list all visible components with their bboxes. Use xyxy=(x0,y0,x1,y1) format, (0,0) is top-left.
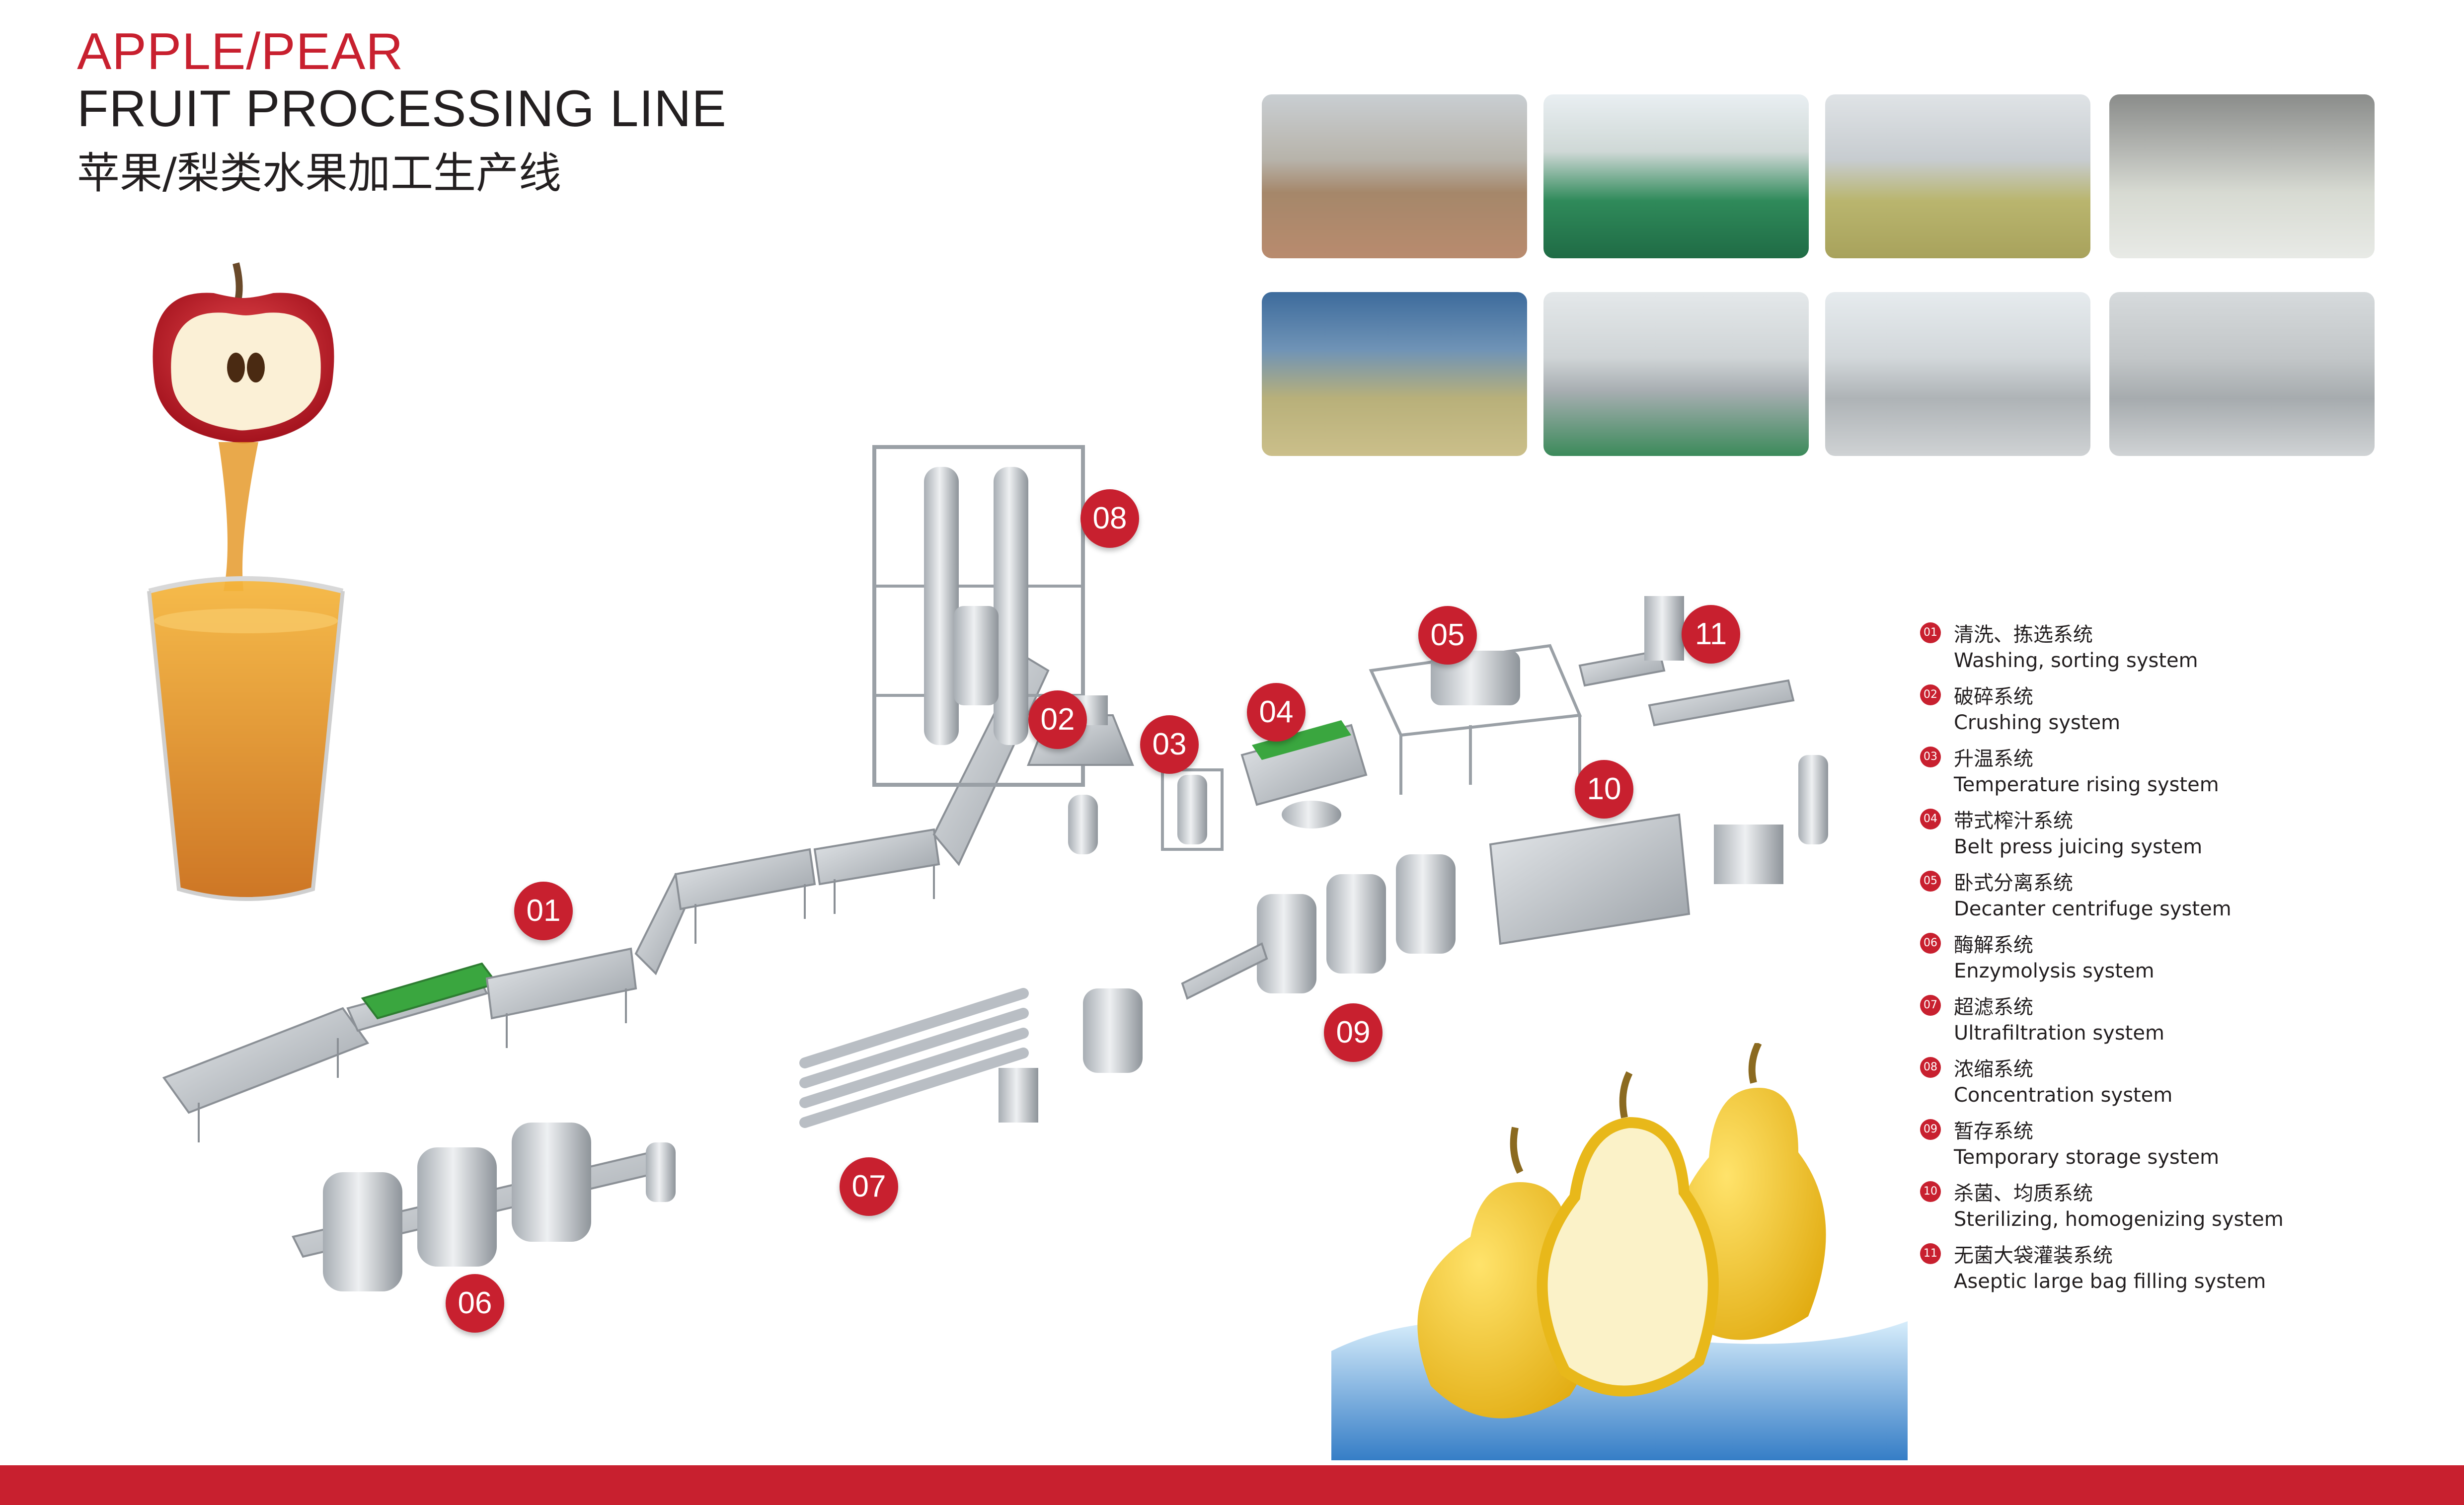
legend-label-cn: 卧式分离系统 xyxy=(1954,872,2073,895)
legend-number: 01 xyxy=(1920,622,1941,643)
legend-item: 10 杀菌、均质系统 Sterilizing, homogenizing sys… xyxy=(1920,1177,2447,1239)
legend-item: 11 无菌大袋灌装系统 Aseptic large bag filling sy… xyxy=(1920,1239,2447,1301)
legend-label-en: Sterilizing, homogenizing system xyxy=(1954,1208,2284,1231)
legend-label-cn: 清洗、拣选系统 xyxy=(1954,623,2093,646)
legend-label-en: Concentration system xyxy=(1954,1084,2173,1107)
decanter-centrifuge-system-equipment xyxy=(1369,644,1582,795)
footer-bar xyxy=(0,1465,2464,1505)
legend-label-en: Temperature rising system xyxy=(1954,773,2219,796)
badge-01: 01 xyxy=(514,882,573,940)
legend-label-en: Decanter centrifuge system xyxy=(1954,898,2232,920)
legend-label-cn: 升温系统 xyxy=(1954,748,2033,770)
sterilizing-homogenizing-system-equipment xyxy=(1489,755,1828,945)
legend-label-en: Belt press juicing system xyxy=(1954,835,2203,858)
photo-fruit-unloading xyxy=(1262,94,1527,258)
legend-number: 05 xyxy=(1920,871,1941,892)
badge-08: 08 xyxy=(1080,489,1139,548)
processing-line-diagram xyxy=(162,445,1828,1291)
pear-icon xyxy=(1417,1043,1826,1419)
title-apple-pear: APPLE/PEAR xyxy=(77,23,404,80)
legend-item: 03 升温系统 Temperature rising system xyxy=(1920,743,2447,805)
system-legend: 01 清洗、拣选系统 Washing, sorting system 02 破碎… xyxy=(1920,618,2447,1301)
legend-label-cn: 浓缩系统 xyxy=(1954,1058,2033,1081)
legend-number: 08 xyxy=(1920,1057,1941,1078)
legend-label-en: Crushing system xyxy=(1954,711,2121,734)
temporary-storage-system-equipment xyxy=(1083,854,1456,1073)
legend-label-cn: 酶解系统 xyxy=(1954,934,2033,957)
legend-item: 06 酶解系统 Enzymolysis system xyxy=(1920,929,2447,991)
pear-water-splash-illustration xyxy=(1331,1043,1908,1460)
badge-02: 02 xyxy=(1028,690,1087,749)
legend-label-cn: 杀菌、均质系统 xyxy=(1954,1182,2093,1205)
legend-number: 11 xyxy=(1920,1243,1941,1264)
legend-item: 09 暂存系统 Temporary storage system xyxy=(1920,1115,2447,1177)
photo-tank-hall xyxy=(1543,292,1809,456)
badge-07: 07 xyxy=(840,1157,898,1216)
legend-label-en: Aseptic large bag filling system xyxy=(1954,1270,2266,1293)
badge-04: 04 xyxy=(1247,683,1306,742)
aseptic-bag-filling-system-equipment xyxy=(1578,596,1795,727)
legend-number: 02 xyxy=(1920,684,1941,705)
ultrafiltration-system-equipment xyxy=(799,988,1038,1128)
belt-press-juicing-system-equipment xyxy=(1240,720,1368,828)
photo-washing-tank xyxy=(2109,94,2375,258)
enzymolysis-system-equipment xyxy=(292,1123,676,1291)
legend-label-cn: 暂存系统 xyxy=(1954,1120,2033,1143)
legend-number: 03 xyxy=(1920,747,1941,767)
apple-half-icon xyxy=(153,262,334,444)
badge-09: 09 xyxy=(1324,1003,1383,1062)
badge-10: 10 xyxy=(1575,760,1633,819)
legend-number: 04 xyxy=(1920,809,1941,829)
legend-label-en: Enzymolysis system xyxy=(1954,960,2155,982)
badge-11: 11 xyxy=(1682,605,1740,664)
badge-05: 05 xyxy=(1418,606,1477,665)
apple-juice-glass-illustration xyxy=(147,262,345,901)
photo-evaporator xyxy=(2109,292,2375,456)
legend-number: 10 xyxy=(1920,1181,1941,1202)
legend-label-en: Temporary storage system xyxy=(1954,1146,2220,1169)
title-fruit-processing-line: FRUIT PROCESSING LINE xyxy=(77,80,727,138)
legend-item: 01 清洗、拣选系统 Washing, sorting system xyxy=(1920,618,2447,680)
badge-06: 06 xyxy=(446,1274,504,1333)
juice-glass-icon xyxy=(147,576,345,901)
legend-number: 07 xyxy=(1920,995,1941,1016)
legend-label-cn: 无菌大袋灌装系统 xyxy=(1954,1244,2113,1267)
photo-sorting-workers xyxy=(1825,94,2090,258)
legend-item: 08 浓缩系统 Concentration system xyxy=(1920,1053,2447,1115)
legend-number: 06 xyxy=(1920,933,1941,954)
legend-item: 04 带式榨汁系统 Belt press juicing system xyxy=(1920,805,2447,867)
legend-label-cn: 带式榨汁系统 xyxy=(1954,810,2073,832)
concentration-system-equipment xyxy=(872,445,1085,787)
legend-label-en: Ultrafiltration system xyxy=(1954,1022,2164,1045)
photo-washing-line xyxy=(1543,94,1809,258)
legend-label-cn: 超滤系统 xyxy=(1954,996,2033,1019)
legend-item: 02 破碎系统 Crushing system xyxy=(1920,680,2447,743)
photo-belt-press xyxy=(1262,292,1527,456)
legend-label-en: Washing, sorting system xyxy=(1954,649,2198,672)
legend-label-cn: 破碎系统 xyxy=(1954,685,2033,708)
photo-processing-hall xyxy=(1825,292,2090,456)
badge-03: 03 xyxy=(1140,715,1199,774)
title-chinese: 苹果/梨类水果加工生产线 xyxy=(77,149,561,198)
legend-item: 05 卧式分离系统 Decanter centrifuge system xyxy=(1920,867,2447,929)
legend-number: 09 xyxy=(1920,1119,1941,1140)
temperature-rising-system-equipment xyxy=(1161,768,1224,851)
legend-item: 07 超滤系统 Ultrafiltration system xyxy=(1920,991,2447,1053)
